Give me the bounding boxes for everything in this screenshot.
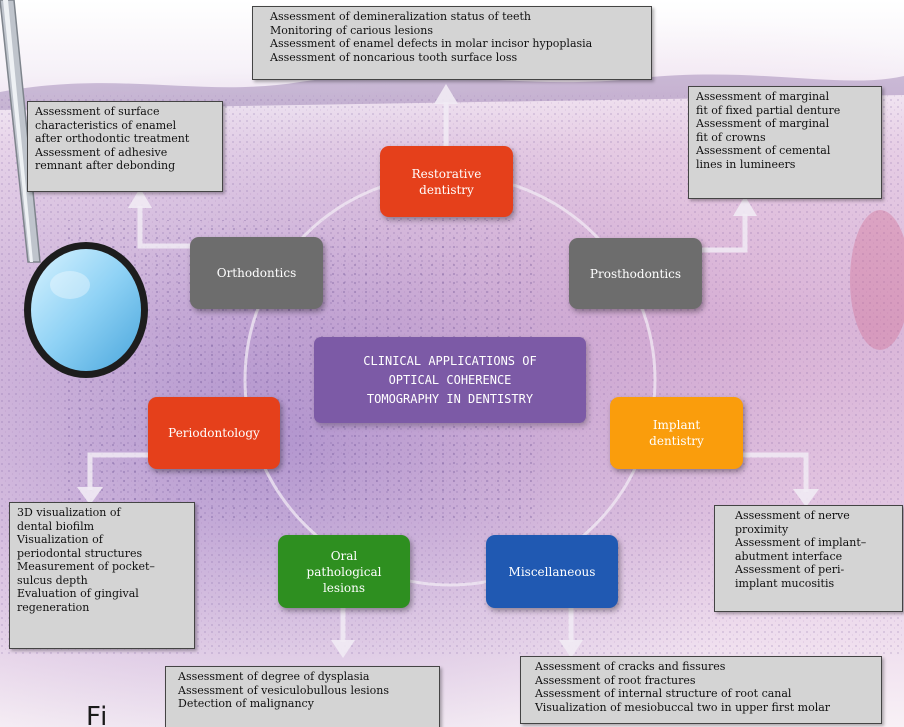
- node-orthodontics: Orthodontics: [190, 237, 323, 309]
- box-item: Assessment of cracks and fissures: [535, 660, 726, 673]
- box-item: Assessment of peri- implant mucositis: [735, 563, 845, 590]
- box-miscellaneous-applications: Assessment of cracks and fissures Assess…: [520, 656, 882, 724]
- box-item: 3D visualization of dental biofilm: [17, 506, 121, 533]
- box-prosthodontics-applications: Assessment of marginal fit of fixed part…: [688, 86, 882, 199]
- box-item: Visualization of periodontal structures: [17, 533, 143, 560]
- node-label: Implant dentistry: [649, 418, 704, 448]
- node-label: Miscellaneous: [508, 564, 596, 579]
- box-item: Visualization of mesiobuccal two in uppe…: [535, 700, 831, 714]
- box-item: Assessment of noncarious tooth surface l…: [270, 50, 518, 64]
- box-item: Assessment of enamel defects in molar in…: [270, 37, 593, 50]
- box-item: Assessment of implant– abutment interfac…: [735, 536, 867, 563]
- box-item: Assessment of vesiculobullous lesions: [178, 683, 389, 697]
- node-oral-pathological-lesions: Oral pathological lesions: [278, 535, 410, 608]
- node-periodontology: Periodontology: [148, 397, 280, 469]
- box-item: Measurement of pocket– sulcus depth: [17, 560, 155, 587]
- node-label: Periodontology: [168, 426, 260, 440]
- node-label: Prosthodontics: [589, 266, 682, 281]
- box-item: Assessment of root fractures: [535, 673, 696, 687]
- box-item: Assessment of degree of dysplasia: [178, 670, 370, 683]
- box-item: Assessment of surface characteristics of…: [35, 105, 190, 145]
- dental-mirror-icon: [0, 0, 148, 378]
- node-implant-dentistry: Implant dentistry: [610, 397, 743, 469]
- box-restorative-applications: Assessment of demineralization status of…: [252, 6, 652, 80]
- node-prosthodontics: Prosthodontics: [569, 238, 702, 309]
- box-item: Detection of malignancy: [178, 697, 314, 710]
- box-item: Assessment of nerve proximity: [735, 509, 850, 536]
- box-item: Assessment of internal structure of root…: [535, 687, 792, 700]
- node-label: Restorative dentistry: [411, 166, 482, 197]
- box-implant-applications: Assessment of nerve proximity Assessment…: [714, 505, 903, 612]
- node-miscellaneous: Miscellaneous: [486, 535, 618, 608]
- node-restorative-dentistry: Restorative dentistry: [380, 146, 513, 217]
- node-label: Oral pathological lesions: [306, 548, 382, 595]
- box-item: Assessment of adhesive remnant after deb…: [35, 145, 176, 173]
- box-oral-pathology-applications: Assessment of degree of dysplasia Assess…: [165, 666, 440, 727]
- node-label: Orthodontics: [216, 266, 297, 280]
- box-item: Assessment of marginal fit of crowns: [696, 117, 830, 144]
- box-item: Monitoring of carious lesions: [270, 23, 434, 37]
- box-orthodontics-applications: Assessment of surface characteristics of…: [27, 101, 223, 192]
- central-title-box: CLINICAL APPLICATIONS OF OPTICAL COHEREN…: [314, 337, 586, 423]
- box-item: Assessment of marginal fit of fixed part…: [696, 90, 841, 117]
- box-item: Assessment of cemental lines in lumineer…: [696, 144, 831, 171]
- box-item: Evaluation of gingival regeneration: [17, 587, 139, 614]
- central-title: CLINICAL APPLICATIONS OF OPTICAL COHEREN…: [363, 353, 537, 406]
- handwritten-text: Fi: [86, 702, 109, 727]
- box-item: Assessment of demineralization status of…: [270, 10, 532, 23]
- box-periodontology-applications: 3D visualization of dental biofilm Visua…: [9, 502, 195, 649]
